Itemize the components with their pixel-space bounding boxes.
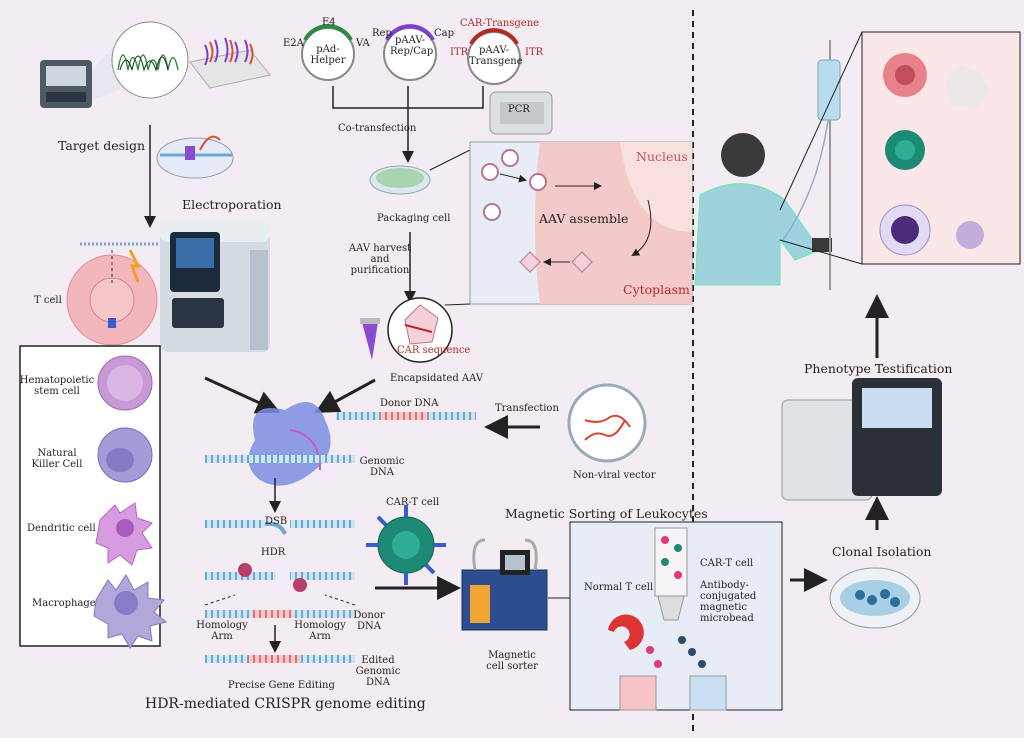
clonal-dish <box>829 567 921 629</box>
pcr-machine-icon <box>489 91 553 135</box>
label-dendritic: Dendritic cell <box>27 523 96 534</box>
label-macrophage: Macrophage <box>32 598 96 609</box>
paav-transgene-plasmid <box>467 28 521 85</box>
sorting-zoom-box <box>569 521 783 711</box>
magnetic-cell-sorter-icon <box>461 538 548 631</box>
label-nonviral-vector: Non-viral vector <box>573 470 656 481</box>
label-packaging-cell: Packaging cell <box>377 213 451 224</box>
label-hdr-crispr: HDR-mediated CRISPR genome editing <box>145 696 426 712</box>
genomic-dna-strand <box>205 455 355 463</box>
label-rep: Rep <box>372 28 392 39</box>
label-hsc: Hematopoietic stem cell <box>19 375 95 397</box>
label-edited-genomic-dna: Edited Genomic DNA <box>355 655 401 688</box>
cas9-complex <box>248 402 331 486</box>
nk-cell <box>97 427 153 483</box>
aav-assembly-zoom <box>469 141 693 305</box>
dendritic-cell <box>95 502 153 566</box>
sequencer-icon <box>40 40 120 108</box>
electroporator-icon <box>160 222 270 352</box>
label-magnetic-sorting: Magnetic Sorting of Leukocytes <box>505 506 708 521</box>
car-t-cell-left <box>366 505 446 585</box>
guide-rna-icon <box>156 135 234 179</box>
car-t-cell-right <box>885 130 925 170</box>
paav-repcap-plasmid <box>383 24 437 81</box>
label-transfection: Transfection <box>495 403 559 414</box>
encapsidated-aav <box>387 297 453 363</box>
label-magnetic-cell-sorter: Magnetic cell sorter <box>486 650 538 672</box>
label-nucleus: Nucleus <box>636 149 688 164</box>
gel-strips-icon <box>189 37 271 89</box>
label-pcr: PCR <box>508 104 530 115</box>
phenotype-analyzer-icon <box>781 378 942 501</box>
chromatogram-icon <box>111 21 189 99</box>
label-cotransfection: Co-transfection <box>338 123 417 134</box>
label-homology-arm-right: Homology Arm <box>294 620 346 642</box>
nonviral-vector-plasmid <box>567 383 647 463</box>
pad-helper-plasmid <box>301 24 355 81</box>
packaging-cell-dish <box>369 165 431 195</box>
label-aav-harvest: AAV harvest and purification <box>348 243 412 276</box>
label-donor-dna-top: Donor DNA <box>380 398 439 409</box>
patient-figure <box>694 133 832 286</box>
label-cap: Cap <box>434 28 455 39</box>
dsb-strands <box>205 520 355 535</box>
label-aav-assemble: AAV assemble <box>539 211 629 226</box>
label-precise-gene-editing: Precise Gene Editing <box>228 680 335 691</box>
label-donor-dna-bottom: Donor DNA <box>353 610 385 632</box>
label-e4: E4 <box>322 17 336 28</box>
macrophage-right <box>879 204 984 256</box>
label-antibody-microbead: Antibody-conjugated magnetic microbead <box>700 580 757 624</box>
macrophage-cell <box>93 574 168 649</box>
label-phenotype-testification: Phenotype Testification <box>804 361 953 376</box>
label-car-t-cell-left: CAR-T cell <box>386 497 440 508</box>
label-genomic-dna: Genomic DNA <box>359 456 405 478</box>
label-t-cell: T cell <box>34 295 62 306</box>
label-itr-left: ITR <box>450 47 469 58</box>
label-cytoplasm: Cytoplasm <box>623 282 690 297</box>
label-e2a: E2A <box>283 38 304 49</box>
label-clonal-isolation: Clonal Isolation <box>832 544 932 559</box>
t-cell-with-editing <box>66 242 160 346</box>
label-hdr: HDR <box>261 547 286 558</box>
cancer-cell-top <box>883 53 990 109</box>
hdr-strands <box>205 563 355 592</box>
label-target-design: Target design <box>58 138 146 153</box>
tube-icon <box>360 318 380 360</box>
label-car-t-cell-right: CAR-T cell <box>700 558 754 569</box>
label-va: VA <box>356 38 370 49</box>
label-encapsidated-aav: Encapsidated AAV <box>390 373 484 384</box>
label-homology-arm-left: Homology Arm <box>196 620 248 642</box>
label-car-sequence: CAR sequence <box>397 345 471 356</box>
label-itr-right: ITR <box>525 47 544 58</box>
label-normal-t-cell: Normal T cell <box>584 582 654 593</box>
label-nk: Natural Killer Cell <box>31 448 83 470</box>
label-pad-helper: pAd-Helper <box>310 44 346 66</box>
label-electroporation: Electroporation <box>182 197 282 212</box>
hsc-cell <box>97 355 153 411</box>
label-paav-repcap: pAAV-Rep/Cap <box>390 35 434 57</box>
label-paav-transgene: pAAV-Transgene <box>469 45 523 67</box>
iv-drip-icon <box>782 40 841 290</box>
label-dsb: DSB <box>265 516 288 527</box>
label-car-transgene-top: CAR-Transgene <box>460 18 540 29</box>
